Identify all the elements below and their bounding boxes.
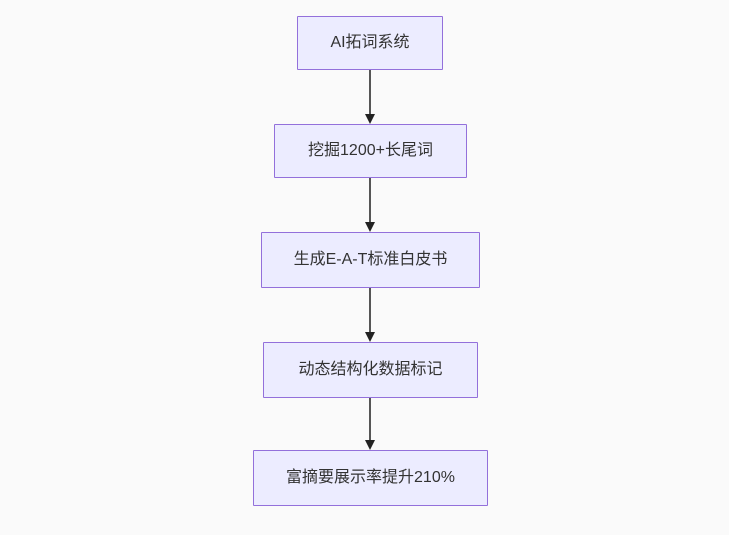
edge-line [369, 178, 371, 222]
flowchart-edge-1 [364, 70, 376, 124]
arrow-down-icon [365, 222, 375, 232]
flowchart-edge-3 [364, 288, 376, 342]
arrow-down-icon [365, 114, 375, 124]
edge-line [369, 288, 371, 332]
node-label: 动态结构化数据标记 [298, 361, 443, 379]
flowchart-node-rich-snippet-result: 富摘要展示率提升210% [253, 450, 488, 506]
arrow-down-icon [365, 440, 375, 450]
flowchart-edge-4 [364, 398, 376, 450]
flowchart-node-ai-word-expansion: AI拓词系统 [297, 16, 443, 70]
flowchart-node-structured-data: 动态结构化数据标记 [263, 342, 478, 398]
node-label: AI拓词系统 [330, 34, 410, 52]
flowchart-node-eat-whitepaper: 生成E-A-T标准白皮书 [261, 232, 480, 288]
node-label: 富摘要展示率提升210% [286, 469, 455, 487]
edge-line [369, 70, 371, 114]
flowchart-node-longtail-mining: 挖掘1200+长尾词 [274, 124, 467, 178]
edge-line [369, 398, 371, 440]
node-label: 生成E-A-T标准白皮书 [293, 251, 448, 269]
flowchart-edge-2 [364, 178, 376, 232]
arrow-down-icon [365, 332, 375, 342]
node-label: 挖掘1200+长尾词 [308, 142, 433, 160]
